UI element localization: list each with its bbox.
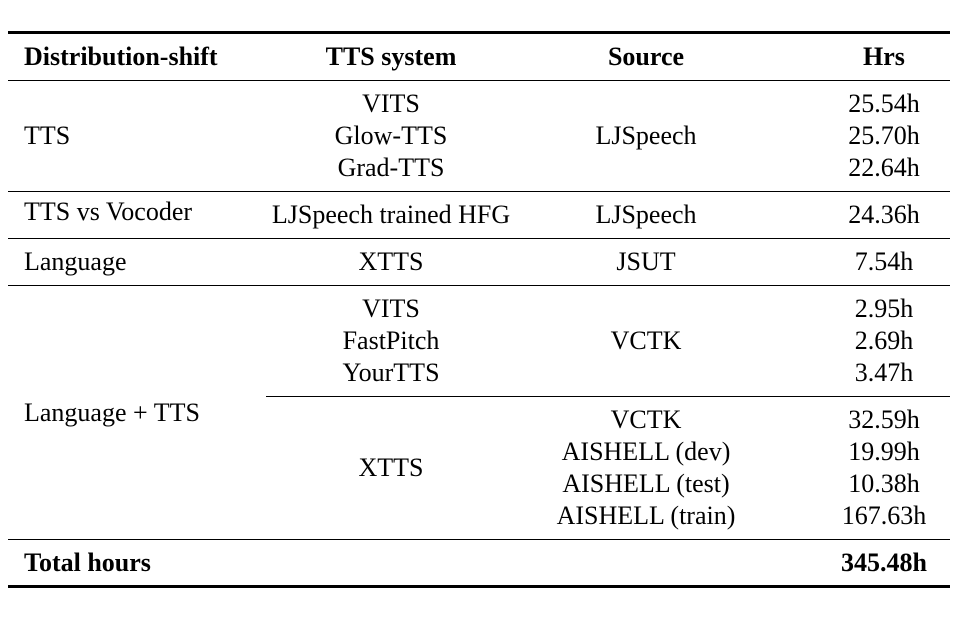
hrs-value: 7.54h <box>854 247 914 276</box>
table-row: TTS vs Vocoder LJSpeech trained HFG LJSp… <box>8 192 950 239</box>
hrs-value: 2.95h <box>854 294 914 323</box>
system-name: YourTTS <box>342 358 440 387</box>
system-name: Grad-TTS <box>337 153 445 182</box>
header-source-hrs: Source Hrs <box>516 33 950 81</box>
total-hrs: 345.48h <box>841 547 927 577</box>
hrs-value: 19.99h <box>848 437 920 466</box>
hrs-value: 32.59h <box>848 405 920 434</box>
shift-cell: TTS <box>24 121 71 150</box>
source-name: AISHELL (test) <box>562 469 730 498</box>
hrs-stack: 32.59h 19.99h 10.38h 167.63h <box>824 404 950 532</box>
system-cell: VITS FastPitch YourTTS <box>266 285 516 397</box>
table-row: TTS VITS Glow-TTS Grad-TTS LJSpeech 25.5… <box>8 81 950 192</box>
shift-cell: TTS vs Vocoder <box>24 196 193 226</box>
system-name: Glow-TTS <box>334 121 448 150</box>
shift-cell: Language <box>24 247 127 276</box>
header-distribution-shift: Distribution-shift <box>24 42 218 71</box>
hrs-value: 24.36h <box>848 200 920 229</box>
system-cell: LJSpeech trained HFG <box>271 200 511 229</box>
table-header: Distribution-shift TTS system Source Hrs <box>8 32 950 81</box>
source-hrs-cell: VCTK 2.95h 2.69h 3.47h <box>516 285 950 397</box>
hrs-value: 2.69h <box>854 326 914 355</box>
results-table-container: Distribution-shift TTS system Source Hrs… <box>8 31 950 588</box>
source-name: LJSpeech <box>595 121 697 150</box>
source-hrs-cell: VCTK AISHELL (dev) AISHELL (test) AISHEL… <box>516 397 950 540</box>
system-name: VITS <box>362 294 420 323</box>
source-name: AISHELL (dev) <box>561 437 731 466</box>
group-tts: TTS VITS Glow-TTS Grad-TTS LJSpeech 25.5… <box>8 81 950 192</box>
group-tts-vs-vocoder: TTS vs Vocoder LJSpeech trained HFG LJSp… <box>8 192 950 239</box>
total-label: Total hours <box>24 547 151 577</box>
source-hrs-cell: LJSpeech 25.54h 25.70h 22.64h <box>516 81 950 192</box>
source-stack: VCTK AISHELL (dev) AISHELL (test) AISHEL… <box>516 404 776 532</box>
header-source: Source <box>607 42 685 71</box>
source-name: JSUT <box>616 247 676 276</box>
shift-cell: Language + TTS <box>24 397 200 427</box>
hrs-value: 25.70h <box>848 121 920 150</box>
hrs-value: 25.54h <box>848 89 920 118</box>
hrs-value: 3.47h <box>854 358 914 387</box>
hrs-value: 10.38h <box>848 469 920 498</box>
table-row: XTTS VCTK AISHELL (dev) AISHELL (test) A… <box>8 397 950 540</box>
table-row: Language + TTS VITS FastPitch YourTTS VC… <box>8 285 950 427</box>
system-cell: VITS Glow-TTS Grad-TTS <box>266 81 516 192</box>
source-name: VCTK <box>610 326 682 355</box>
header-tts-system: TTS system <box>325 42 457 71</box>
source-name: AISHELL (train) <box>556 501 736 530</box>
system-name: FastPitch <box>342 326 440 355</box>
total-hrs-cell: 345.48h <box>516 540 950 587</box>
group-language-tts: Language + TTS VITS FastPitch YourTTS VC… <box>8 285 950 540</box>
total-row: Total hours 345.48h <box>8 539 950 587</box>
dataset-hours-table: Distribution-shift TTS system Source Hrs… <box>8 31 950 588</box>
header-row: Distribution-shift TTS system Source Hrs <box>8 32 950 81</box>
table-footer: Total hours 345.48h <box>8 539 950 587</box>
hrs-stack: 25.54h 25.70h 22.64h <box>824 88 950 184</box>
table-row: Language XTTS JSUT 7.54h <box>8 239 950 286</box>
system-cell: XTTS <box>358 247 424 276</box>
system-cell: XTTS <box>358 453 424 482</box>
header-hrs: Hrs <box>863 42 905 71</box>
hrs-value: 167.63h <box>841 501 927 530</box>
source-name: VCTK <box>610 405 682 434</box>
source-hrs-cell: LJSpeech 24.36h <box>516 192 950 239</box>
source-name: LJSpeech <box>595 200 697 229</box>
empty-cell <box>266 540 516 587</box>
hrs-value: 22.64h <box>848 153 920 182</box>
group-language: Language XTTS JSUT 7.54h <box>8 239 950 286</box>
system-name: VITS <box>362 89 420 118</box>
hrs-stack: 2.95h 2.69h 3.47h <box>824 293 950 389</box>
source-hrs-cell: JSUT 7.54h <box>516 239 950 286</box>
